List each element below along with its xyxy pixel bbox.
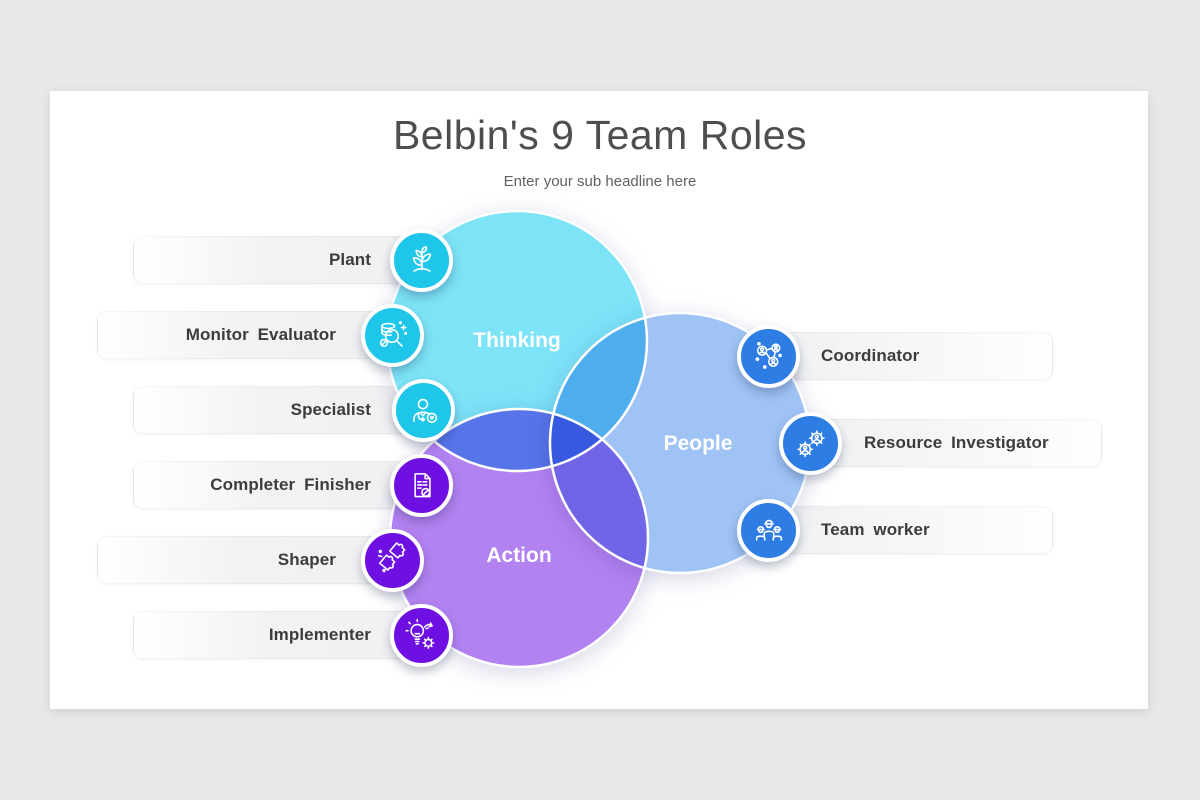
role-pill-completer-finisher: Completer Finisher: [133, 461, 441, 509]
role-pill-shaper: Shaper: [97, 536, 412, 584]
role-label: Shaper: [277, 550, 336, 569]
venn-label-thinking: Thinking: [473, 329, 561, 352]
team-worker-icon: [737, 499, 800, 562]
plant-icon: [390, 229, 453, 292]
role-pill-monitor-evaluator: Monitor Evaluator: [97, 311, 412, 359]
role-label: Coordinator: [821, 346, 920, 365]
role-label: Resource Investigator: [864, 433, 1049, 452]
shaper-icon: [361, 529, 424, 592]
implementer-icon: [390, 604, 453, 667]
resource-investigator-icon: [779, 412, 842, 475]
role-label: Specialist: [290, 400, 371, 419]
role-label: Monitor Evaluator: [185, 325, 336, 344]
page-title: Belbin's 9 Team Roles: [392, 112, 808, 158]
monitor-evaluator-icon: [361, 304, 424, 367]
venn-labels: Thinking Action People: [473, 329, 732, 567]
page-subtitle: Enter your sub headline here: [503, 173, 697, 190]
venn-label-action: Action: [486, 544, 551, 567]
role-label: Plant: [328, 250, 371, 269]
specialist-icon: [392, 379, 455, 442]
coordinator-icon: [737, 325, 800, 388]
venn-fills: [387, 211, 810, 667]
role-label: Implementer: [268, 625, 371, 644]
role-pill-resource-investigator: Resource Investigator: [790, 419, 1102, 467]
completer-finisher-icon: [390, 454, 453, 517]
role-pill-implementer: Implementer: [133, 611, 441, 659]
role-pill-plant: Plant: [133, 236, 441, 284]
role-label: Completer Finisher: [210, 475, 371, 494]
role-label: Team worker: [821, 520, 930, 539]
venn-label-people: People: [664, 432, 733, 455]
role-pill-specialist: Specialist: [133, 386, 441, 434]
